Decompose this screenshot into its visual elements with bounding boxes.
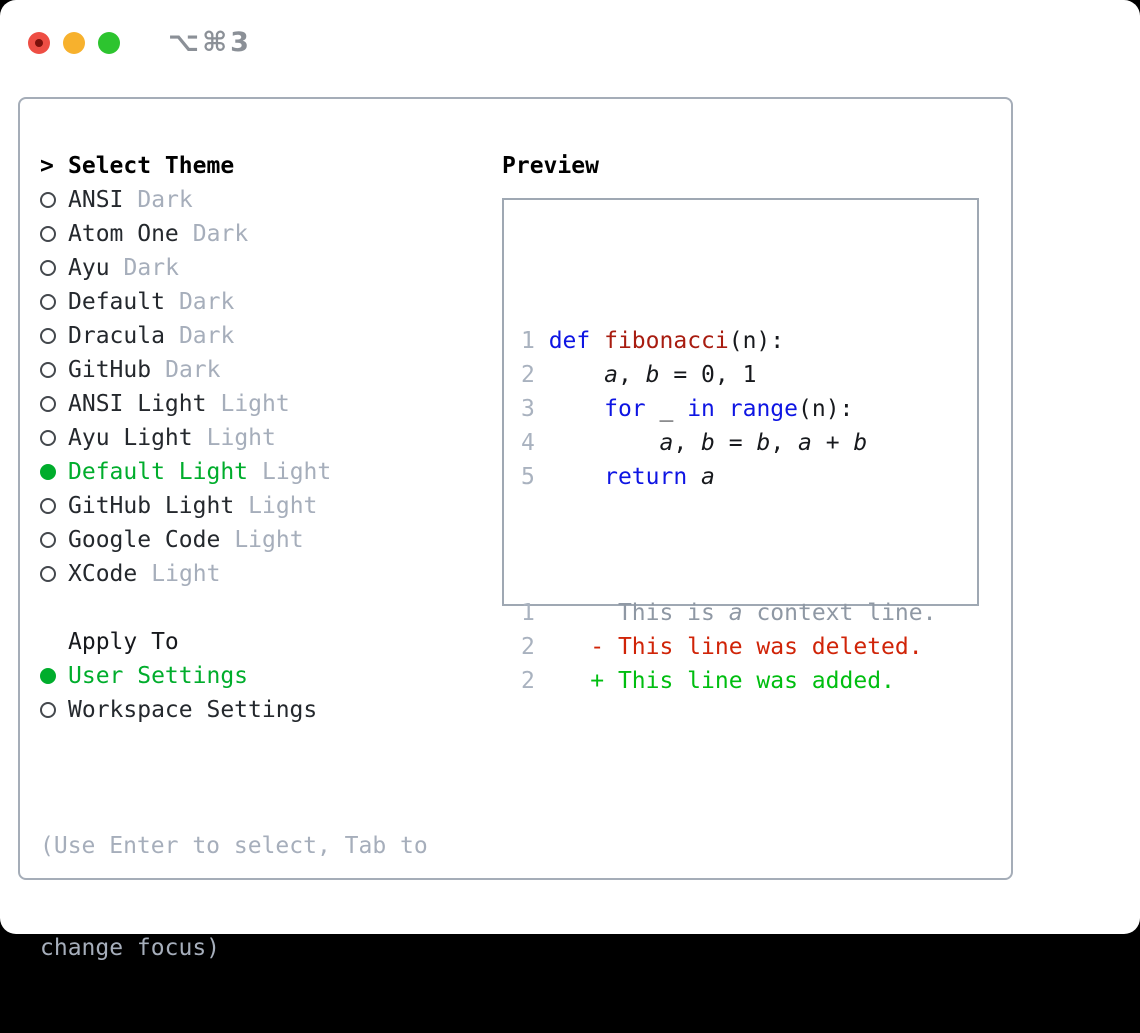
code-line: 2 a, b = 0, 1 xyxy=(521,362,757,388)
close-button-icon[interactable] xyxy=(28,31,50,54)
code-line: 5 return a xyxy=(521,464,715,490)
theme-name: Default Light xyxy=(68,459,249,485)
radio-icon xyxy=(40,430,56,446)
radio-icon xyxy=(40,498,56,514)
preview-heading: Preview xyxy=(502,153,599,179)
theme-name: ANSI Light xyxy=(68,391,207,417)
theme-name: Google Code xyxy=(68,527,221,553)
radio-icon xyxy=(40,396,56,412)
code-line: 3 for _ in range(n): xyxy=(521,396,854,422)
theme-variant: Light xyxy=(220,391,290,417)
radio-icon xyxy=(40,328,56,344)
usage-hint-line1: (Use Enter to select, Tab to xyxy=(40,833,428,859)
theme-option-github-light[interactable]: GitHub Light Light xyxy=(40,489,502,523)
radio-icon xyxy=(40,192,56,208)
theme-option-default[interactable]: Default Dark xyxy=(40,285,502,319)
theme-variant: Dark xyxy=(178,323,235,349)
theme-option-github[interactable]: GitHub Dark xyxy=(40,353,502,387)
radio-icon xyxy=(40,464,56,480)
theme-name: Default xyxy=(68,289,165,315)
zoom-button-icon[interactable] xyxy=(98,31,120,54)
apply-option-label: Workspace Settings xyxy=(68,697,318,723)
theme-variant: Light xyxy=(151,561,221,587)
radio-icon xyxy=(40,260,56,276)
usage-hint-line2: change focus) xyxy=(40,935,221,961)
usage-hint: (Use Enter to select, Tab to change focu… xyxy=(40,761,502,1033)
theme-name: Ayu xyxy=(68,255,110,281)
radio-icon xyxy=(40,668,56,684)
theme-name: Dracula xyxy=(68,323,165,349)
radio-icon xyxy=(40,702,56,718)
theme-variant: Light xyxy=(248,493,318,519)
radio-icon xyxy=(40,226,56,242)
keyboard-shortcut-label: ⌥⌘3 xyxy=(168,27,252,58)
theme-variant: Dark xyxy=(123,255,179,281)
select-theme-heading-row: > Select Theme xyxy=(40,149,502,183)
theme-option-xcode[interactable]: XCode Light xyxy=(40,557,502,591)
theme-variant: Light xyxy=(234,527,304,553)
apply-option-user-settings[interactable]: User Settings xyxy=(40,659,502,693)
theme-name: XCode xyxy=(68,561,138,587)
preview-box: 1 def fibonacci(n): 2 a, b = 0, 1 3 for _ … xyxy=(502,198,979,694)
theme-variant: Light xyxy=(206,425,276,451)
diff-line: 2 - This line was deleted. xyxy=(521,634,923,660)
prompt-icon: > xyxy=(40,153,54,179)
theme-option-google-code[interactable]: Google Code Light xyxy=(40,523,502,557)
apply-option-label: User Settings xyxy=(68,663,249,689)
diff-line: 1 This is a context line. xyxy=(521,600,937,626)
theme-option-ayu[interactable]: Ayu Dark xyxy=(40,251,502,285)
theme-option-default-light[interactable]: Default Light Light xyxy=(40,455,502,489)
theme-variant: Dark xyxy=(165,357,221,383)
radio-icon xyxy=(40,362,56,378)
apply-to-heading: Apply To xyxy=(68,629,179,655)
code-line: 1 def fibonacci(n): xyxy=(521,328,785,354)
theme-variant: Dark xyxy=(137,187,193,213)
theme-variant: Light xyxy=(262,459,332,485)
theme-name: GitHub Light xyxy=(68,493,235,519)
titlebar: ⌥⌘3 xyxy=(28,27,252,58)
theme-name: ANSI xyxy=(68,187,124,213)
diff-line: 2 + This line was added. xyxy=(521,668,895,694)
diff-preview-lines: 1 This is a context line. 2 - This line w… xyxy=(521,596,977,698)
theme-name: GitHub xyxy=(68,357,152,383)
theme-option-ansi[interactable]: ANSI Dark xyxy=(40,183,502,217)
radio-icon xyxy=(40,566,56,582)
minimize-button-icon[interactable] xyxy=(63,31,85,54)
code-line: 4 a, b = b, a + b xyxy=(521,430,868,456)
theme-option-ansi-light[interactable]: ANSI Light Light xyxy=(40,387,502,421)
theme-option-ayu-light[interactable]: Ayu Light Light xyxy=(40,421,502,455)
radio-icon xyxy=(40,532,56,548)
theme-variant: Dark xyxy=(192,221,249,247)
theme-option-atom-one[interactable]: Atom One Dark xyxy=(40,217,502,251)
radio-icon xyxy=(40,294,56,310)
theme-name: Ayu Light xyxy=(68,425,193,451)
code-preview-lines: 1 def fibonacci(n): 2 a, b = 0, 1 3 for _ … xyxy=(521,324,977,494)
preview-column: Preview 1 def fibonacci(n): 2 a, b = 0, 1… xyxy=(502,99,979,878)
theme-name: Atom One xyxy=(68,221,179,247)
theme-variant: Dark xyxy=(178,289,235,315)
apply-option-workspace-settings[interactable]: Workspace Settings xyxy=(40,693,502,727)
theme-option-dracula[interactable]: Dracula Dark xyxy=(40,319,502,353)
select-theme-heading: Select Theme xyxy=(68,153,235,179)
